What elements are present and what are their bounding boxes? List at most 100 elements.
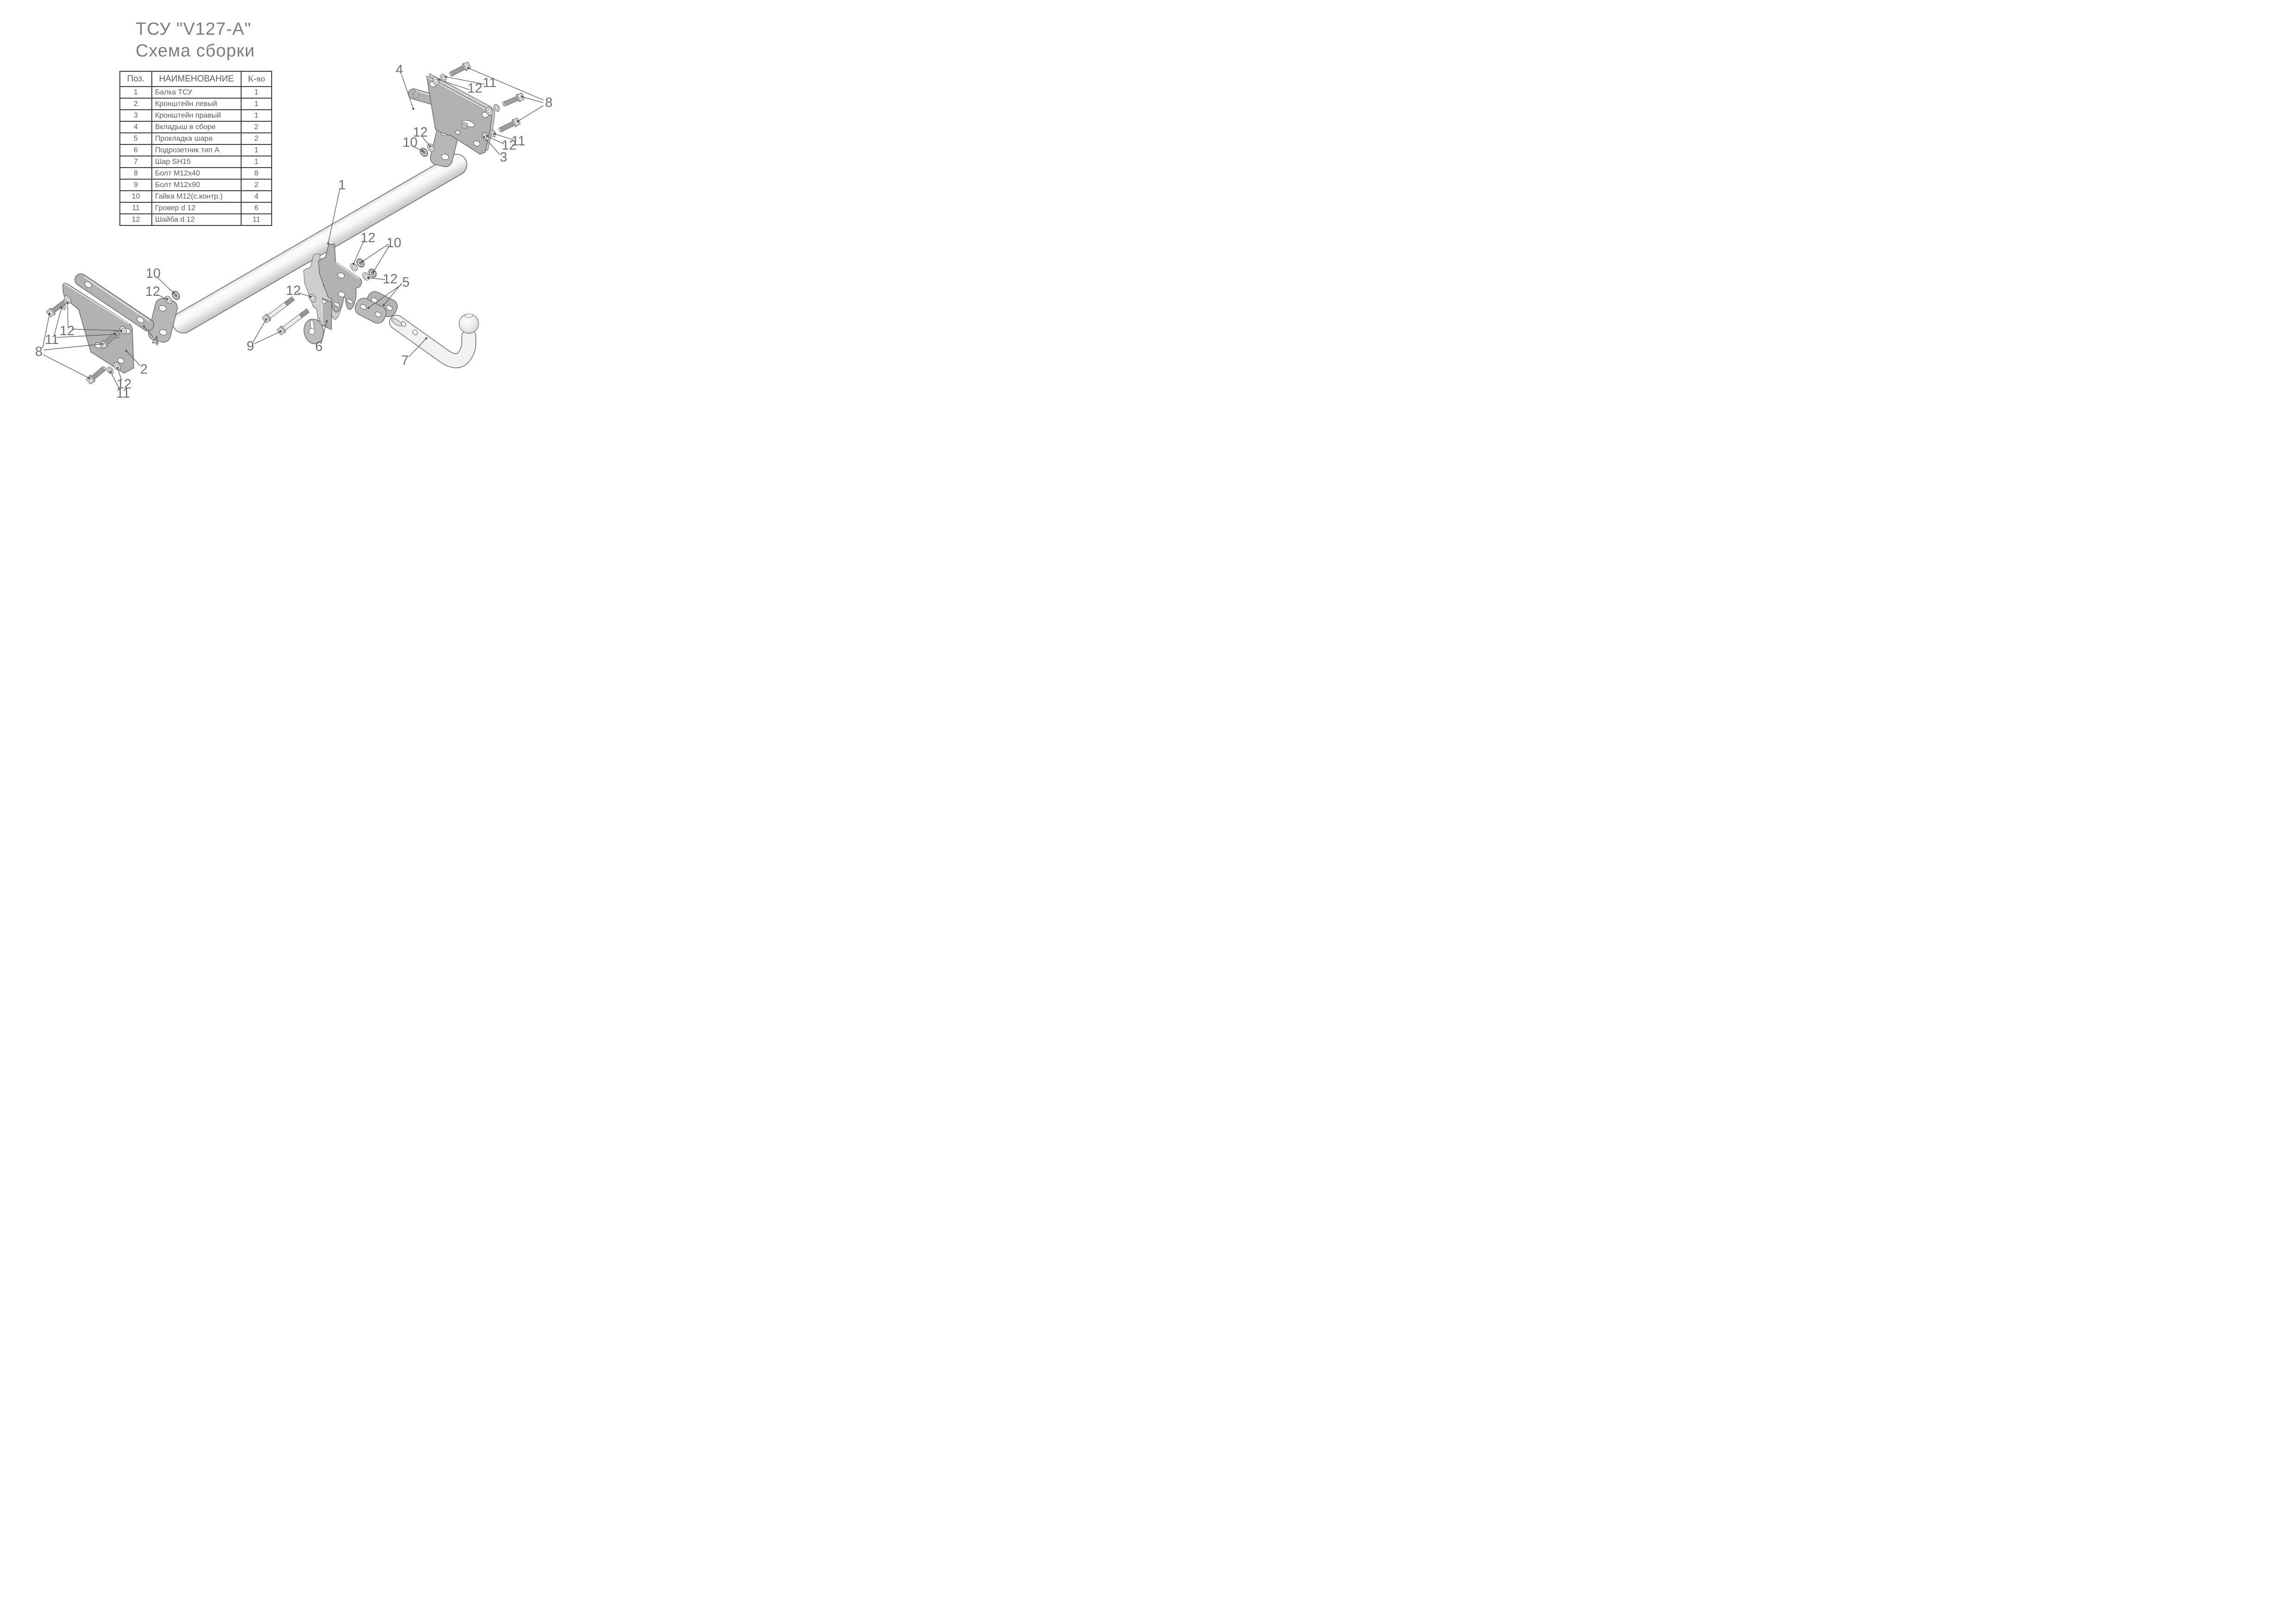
- cell-name: Кронштейн правый: [151, 109, 242, 122]
- callout-6: 6: [315, 320, 328, 354]
- cell-name: Подрозетник тип А: [151, 144, 242, 156]
- callout-10: 10: [146, 266, 175, 294]
- callout-number: 6: [315, 339, 323, 354]
- callout-number: 11: [116, 386, 130, 401]
- cell-qty: 2: [241, 179, 272, 191]
- callout-5: 5: [367, 275, 410, 309]
- cell-pos: 3: [119, 109, 152, 122]
- callout-11: 11: [109, 370, 130, 401]
- col-header-pos: Поз.: [119, 71, 152, 87]
- cell-qty: 1: [241, 86, 272, 99]
- lock-washer: [105, 365, 115, 375]
- callout-11: 11: [493, 132, 525, 149]
- cell-qty: 11: [241, 213, 272, 226]
- callout-12: 12: [367, 272, 398, 287]
- callout-12: 12: [116, 367, 131, 392]
- callout-number: 10: [403, 135, 417, 150]
- cell-pos: 1: [119, 86, 152, 99]
- callout-number: 10: [146, 266, 161, 281]
- ball-gasket: [355, 298, 387, 324]
- cell-name: Вкладыш в сборе: [151, 121, 242, 133]
- bolt-m12x40: [448, 61, 471, 78]
- callout-number: 12: [361, 231, 375, 245]
- beam-tube: [172, 154, 467, 334]
- callout-1: 1: [327, 178, 346, 245]
- callout-number: 9: [247, 339, 254, 354]
- table-header-row: Поз. НАИМЕНОВАНИЕ К-во: [119, 71, 272, 87]
- callout-9: 9: [247, 318, 282, 354]
- cell-name: Шар SH15: [151, 156, 242, 168]
- cell-name: Шайба d 12: [151, 213, 242, 226]
- cell-pos: 9: [119, 179, 152, 191]
- cell-pos: 6: [119, 144, 152, 156]
- callout-3: 3: [483, 136, 507, 165]
- cell-name: Болт М12х90: [151, 179, 242, 191]
- callout-number: 12: [286, 283, 301, 298]
- callout-12: 12: [485, 135, 516, 153]
- cell-qty: 1: [241, 98, 272, 110]
- callout-number: 12: [383, 272, 398, 287]
- callout-number: 10: [386, 236, 401, 250]
- callout-12: 12: [286, 283, 312, 298]
- cell-name: Гайка М12(с.контр.): [151, 190, 242, 203]
- title-line1: ТСУ "V127-A": [136, 19, 251, 39]
- cell-pos: 12: [119, 213, 152, 226]
- center-bracket: [303, 244, 362, 322]
- ball-coupling: [389, 313, 479, 369]
- callout-2: 2: [125, 350, 148, 377]
- cell-name: Прокладка шара: [151, 132, 242, 145]
- callout-number: 12: [467, 81, 482, 96]
- callout-8: 8: [35, 312, 104, 380]
- callout-8: 8: [467, 67, 553, 123]
- cell-qty: 2: [241, 132, 272, 145]
- callout-4: 4: [143, 325, 159, 349]
- callout-12: 12: [145, 284, 168, 300]
- col-header-name: НАИМЕНОВАНИЕ: [151, 71, 242, 87]
- cell-name: Гровер d 12: [151, 202, 242, 214]
- callout-number: 11: [511, 134, 525, 149]
- callout-4: 4: [396, 62, 415, 110]
- callout-12: 12: [60, 301, 123, 338]
- cell-pos: 8: [119, 167, 152, 180]
- callout-number: 3: [500, 150, 507, 165]
- cell-qty: 1: [241, 156, 272, 168]
- callout-10: 10: [361, 236, 401, 273]
- callout-number: 11: [45, 332, 59, 347]
- cell-qty: 1: [241, 144, 272, 156]
- callout-number: 12: [117, 377, 131, 392]
- cell-qty: 4: [241, 190, 272, 203]
- callout-number: 8: [545, 95, 553, 110]
- callout-number: 12: [60, 324, 75, 338]
- callout-12: 12: [413, 125, 431, 148]
- callout-number: 2: [140, 362, 148, 377]
- callout-number: 12: [502, 138, 516, 153]
- cell-pos: 2: [119, 98, 152, 110]
- cell-qty: 8: [241, 167, 272, 180]
- callout-number: 12: [145, 284, 160, 299]
- cell-name: Кронштейн левый: [151, 98, 242, 110]
- callout-number: 4: [396, 62, 403, 77]
- bolt-m12x40: [498, 117, 521, 134]
- callout-12: 12: [437, 78, 482, 96]
- callout-number: 4: [152, 334, 159, 349]
- cell-pos: 4: [119, 121, 152, 133]
- callout-7: 7: [401, 337, 428, 368]
- bolt-m12x40: [502, 92, 525, 108]
- cell-pos: 7: [119, 156, 152, 168]
- cell-qty: 6: [241, 202, 272, 214]
- title-line2: Схема сборки: [136, 41, 255, 61]
- bolt-m12x40: [86, 364, 107, 385]
- callout-number: 1: [338, 178, 346, 193]
